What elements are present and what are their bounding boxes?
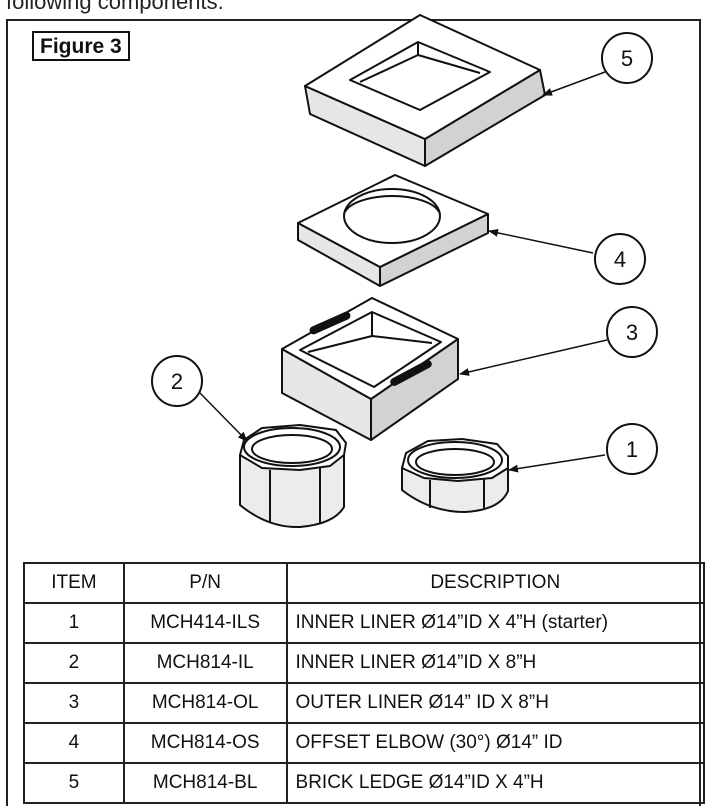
table-row: 4 MCH814-OS OFFSET ELBOW (30°) Ø14” ID [23, 722, 705, 764]
part-1-inner-liner-4h [401, 438, 509, 513]
part-number: MCH814-IL [122, 642, 288, 684]
table-row: 1 MCH414-ILS INNER LINER Ø14”ID X 4”H (s… [23, 602, 705, 644]
callout-1: 1 [606, 423, 658, 475]
svg-text:3: 3 [626, 320, 638, 345]
figure-label: Figure 3 [32, 31, 130, 61]
item-number: 1 [23, 602, 125, 644]
part-description: BRICK LEDGE Ø14”ID X 4”H [285, 762, 705, 804]
part-number: MCH814-OS [122, 722, 288, 764]
part-description: OUTER LINER Ø14” ID X 8”H [285, 682, 705, 724]
callout-bubbles: 5 4 3 2 1 [151, 32, 658, 475]
svg-text:4: 4 [614, 247, 626, 272]
table-row: 2 MCH814-IL INNER LINER Ø14”ID X 8”H [23, 642, 705, 684]
svg-text:5: 5 [621, 46, 633, 71]
callout-2: 2 [151, 355, 203, 407]
part-5-brick-ledge [304, 14, 546, 167]
parts-table: ITEM P/N DESCRIPTION 1 MCH414-ILS INNER … [23, 562, 705, 804]
table-header-row: ITEM P/N DESCRIPTION [23, 562, 705, 604]
callout-leaders [199, 71, 608, 473]
part-number: MCH414-ILS [122, 602, 288, 644]
figure-frame [6, 19, 701, 806]
part-description: INNER LINER Ø14”ID X 8”H [285, 642, 705, 684]
item-number: 3 [23, 682, 125, 724]
part-description: OFFSET ELBOW (30°) Ø14” ID [285, 722, 705, 764]
callout-5: 5 [601, 32, 653, 84]
svg-text:1: 1 [626, 437, 638, 462]
top-text-cut: following components: [6, 0, 224, 14]
part-2-inner-liner-8h [239, 424, 347, 529]
part-4-offset-elbow [297, 174, 489, 287]
item-number: 5 [23, 762, 125, 804]
part-number: MCH814-OL [122, 682, 288, 724]
col-pn-header: P/N [122, 562, 288, 604]
item-number: 4 [23, 722, 125, 764]
col-item-header: ITEM [23, 562, 125, 604]
part-description: INNER LINER Ø14”ID X 4”H (starter) [285, 602, 705, 644]
part-number: MCH814-BL [122, 762, 288, 804]
svg-text:2: 2 [171, 369, 183, 394]
table-row: 3 MCH814-OL OUTER LINER Ø14” ID X 8”H [23, 682, 705, 724]
callout-3: 3 [606, 306, 658, 358]
callout-4: 4 [594, 233, 646, 285]
col-description-header: DESCRIPTION [285, 562, 705, 604]
exploded-view-drawing: 5 4 3 2 1 [151, 14, 658, 529]
item-number: 2 [23, 642, 125, 684]
part-3-outer-liner [281, 297, 459, 441]
table-row: 5 MCH814-BL BRICK LEDGE Ø14”ID X 4”H [23, 762, 705, 804]
